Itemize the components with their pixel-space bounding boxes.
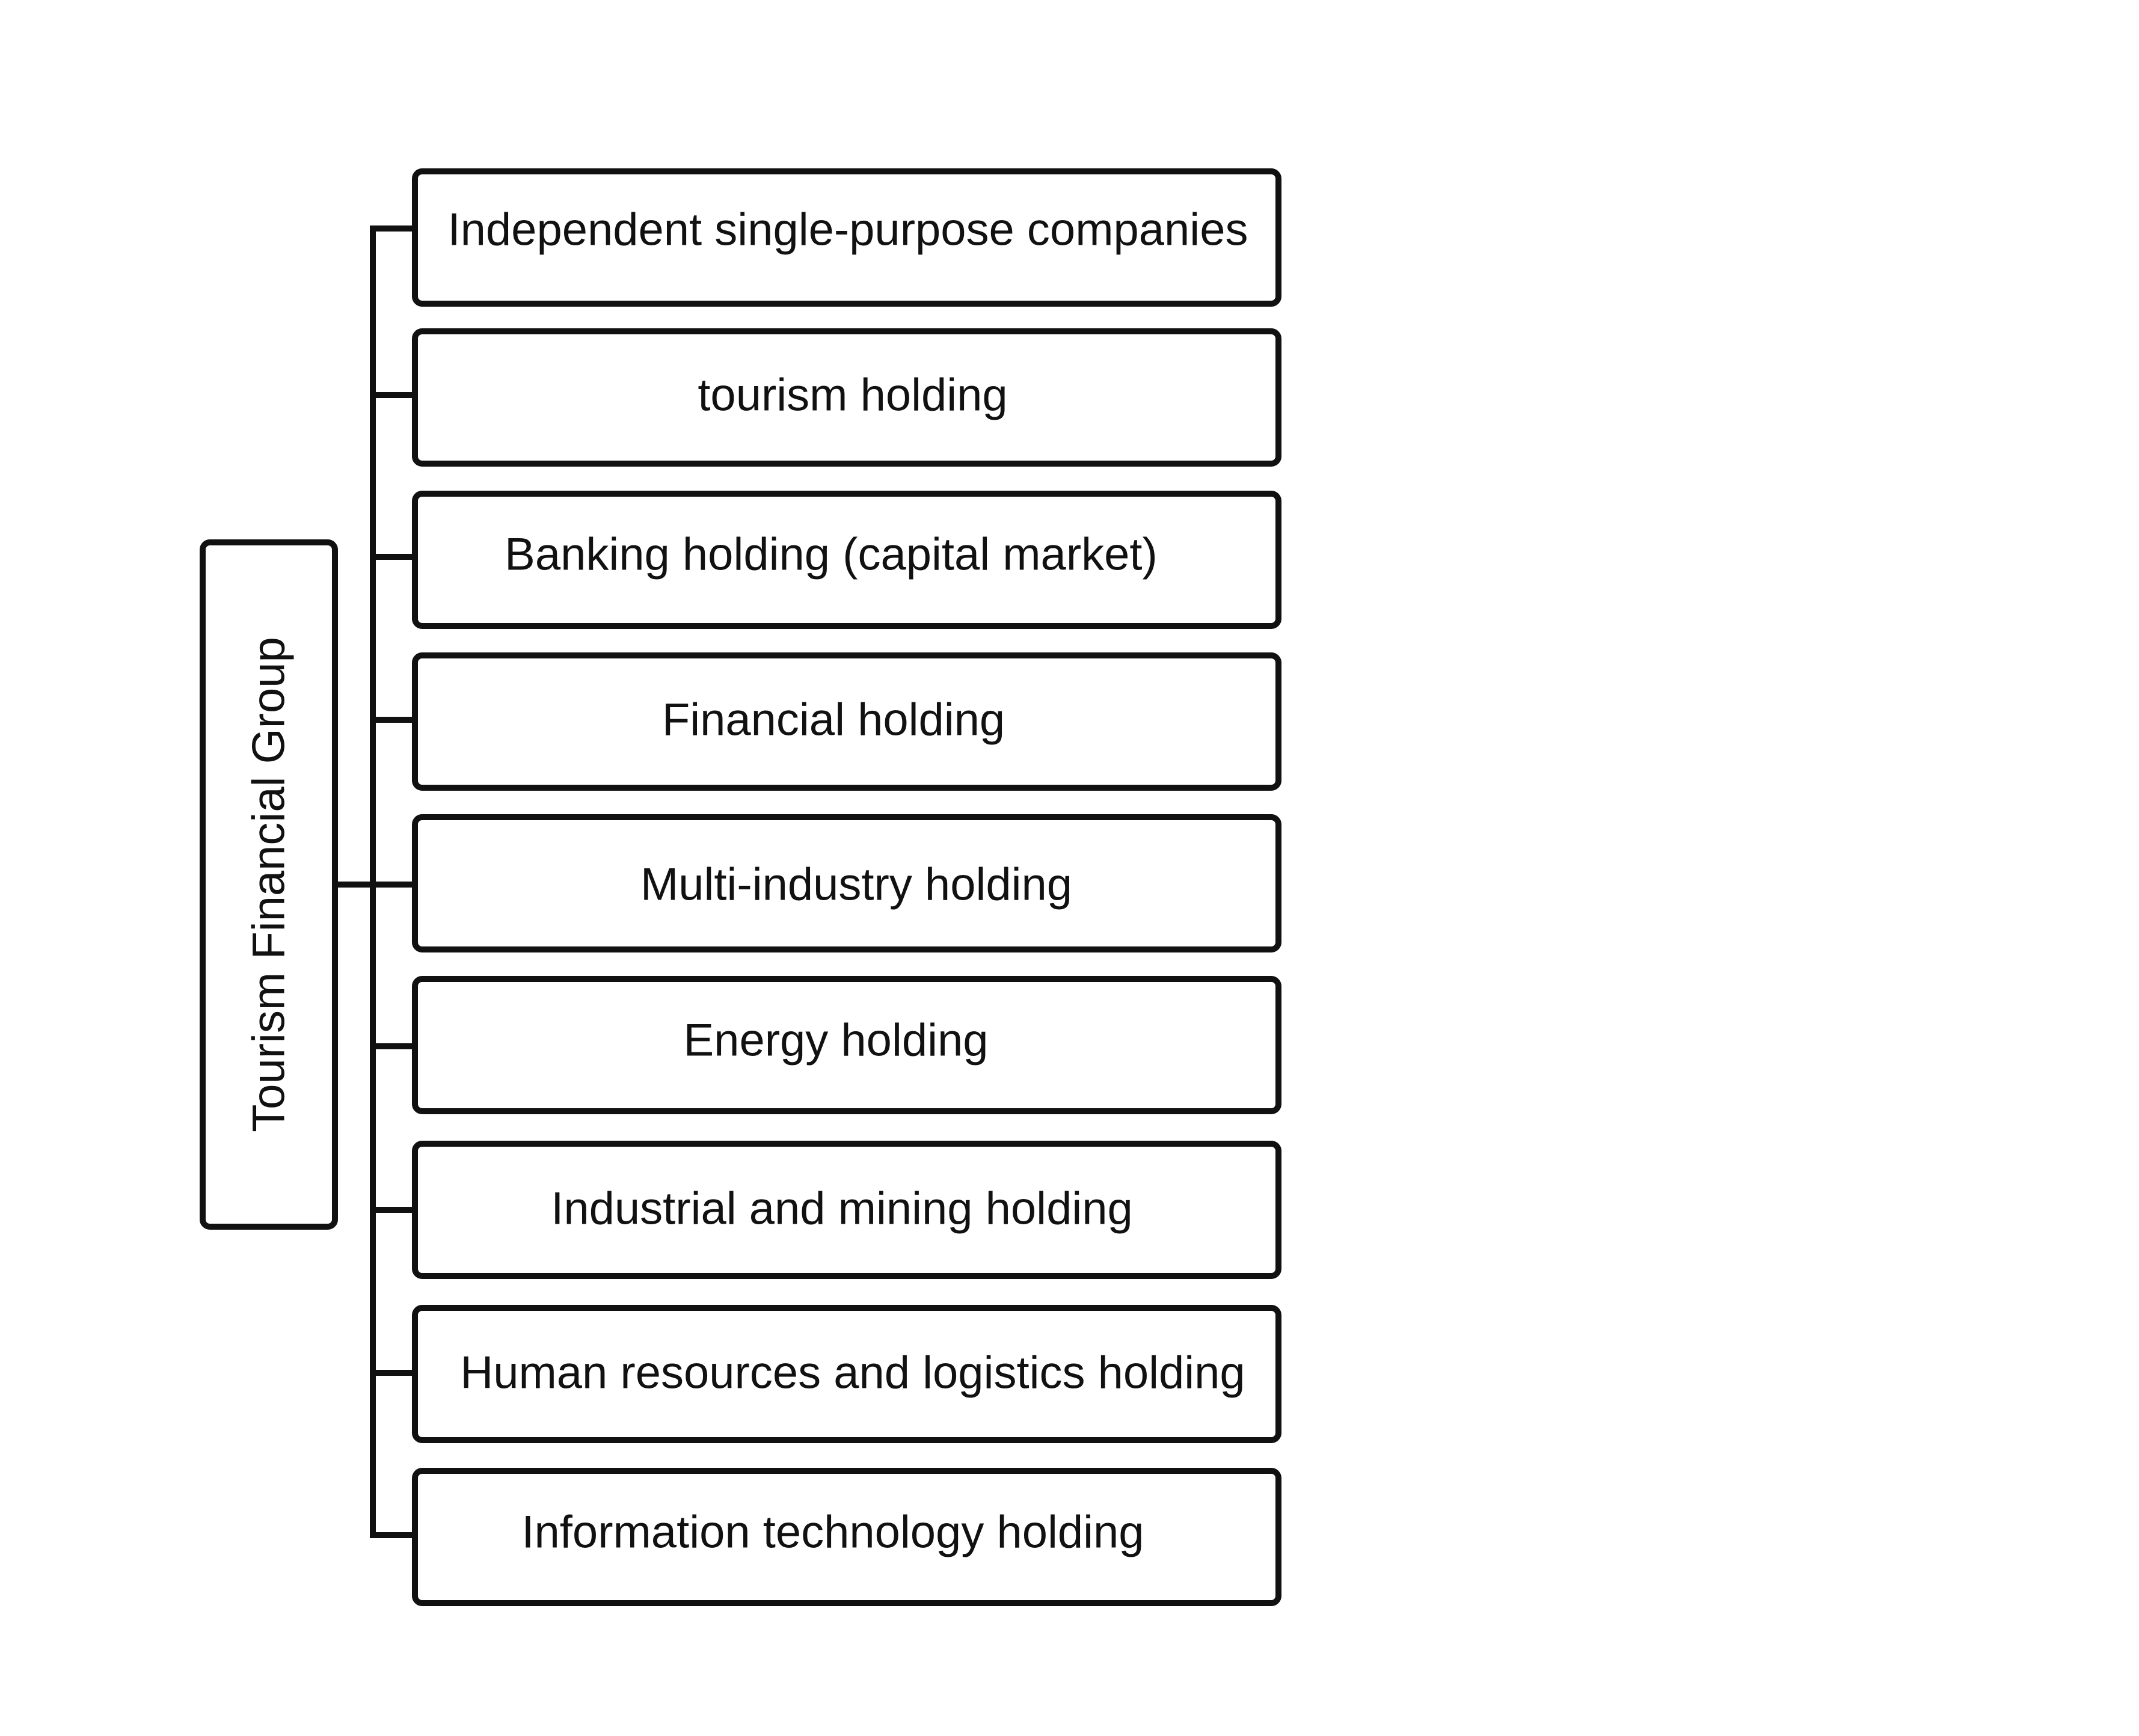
child-node: Information technology holding <box>412 1468 1281 1606</box>
child-box <box>412 814 1281 952</box>
child-label: tourism holding <box>698 370 1007 421</box>
child-box <box>412 328 1281 467</box>
root-node: Tourism Financial Group <box>200 539 338 1230</box>
child-node: Energy holding <box>412 976 1281 1114</box>
child-label: Information technology holding <box>521 1507 1144 1558</box>
child-box <box>412 976 1281 1114</box>
connectors <box>335 225 415 1538</box>
child-box <box>412 168 1281 307</box>
child-label: Multi-industry holding <box>640 859 1072 910</box>
child-box <box>412 652 1281 791</box>
child-node: Human resources and logistics holding <box>412 1305 1281 1443</box>
child-label: Banking holding (capital market) <box>505 529 1158 580</box>
child-node: tourism holding <box>412 328 1281 467</box>
child-node: Industrial and mining holding <box>412 1141 1281 1279</box>
child-label: Energy holding <box>683 1015 988 1066</box>
child-box <box>412 491 1281 629</box>
child-node: Banking holding (capital market) <box>412 491 1281 629</box>
child-label: Independent single-purpose companies <box>448 204 1248 256</box>
child-box <box>412 1468 1281 1606</box>
child-label: Human resources and logistics holding <box>460 1348 1245 1399</box>
child-node: Financial holding <box>412 652 1281 791</box>
root-label: Tourism Financial Group <box>244 637 295 1132</box>
child-node: Independent single-purpose companies <box>412 168 1281 307</box>
child-box <box>412 1141 1281 1279</box>
child-node: Multi-industry holding <box>412 814 1281 952</box>
child-label: Financial holding <box>662 695 1005 746</box>
child-box <box>412 1305 1281 1443</box>
child-label: Industrial and mining holding <box>551 1183 1133 1235</box>
